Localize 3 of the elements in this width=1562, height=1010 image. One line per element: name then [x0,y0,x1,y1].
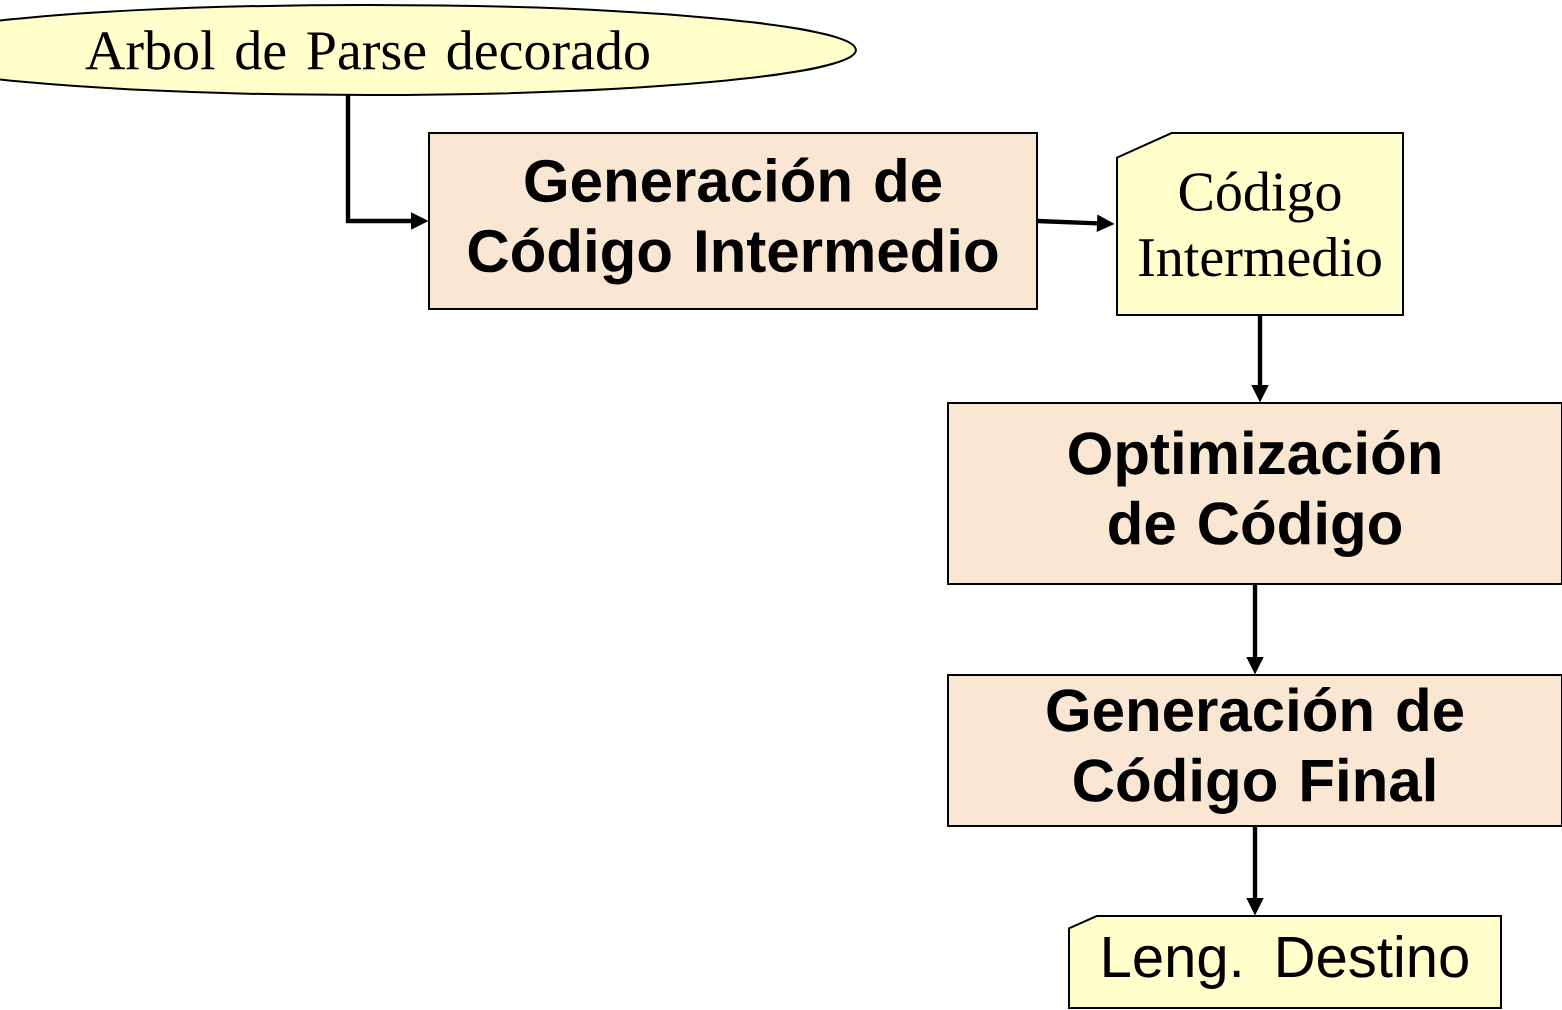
process-box: Generación de Código Final [947,674,1562,827]
process-box: Generación de Código Intermedio [428,132,1038,310]
process-box: Optimización de Código [947,402,1562,585]
